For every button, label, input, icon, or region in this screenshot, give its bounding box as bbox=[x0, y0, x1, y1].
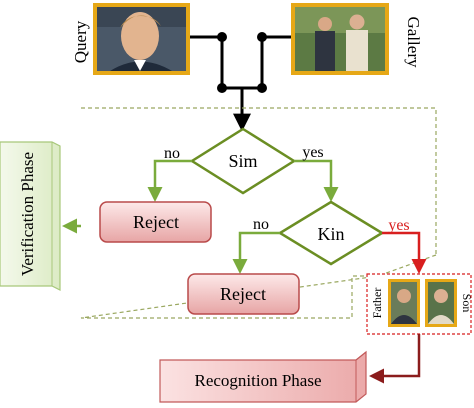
kin-yes-label: yes bbox=[388, 217, 409, 234]
input-connector bbox=[190, 35, 291, 132]
sim-yes-arrow bbox=[294, 159, 339, 202]
sim-decision bbox=[189, 127, 297, 195]
reject-label-1: Reject bbox=[133, 212, 179, 232]
verification-boundary bbox=[80, 107, 437, 319]
kin-label: Kin bbox=[318, 224, 345, 244]
gallery-photo bbox=[291, 3, 389, 75]
sim-no-label: no bbox=[164, 145, 180, 162]
reject-label-2: Reject bbox=[220, 284, 266, 304]
reject-box-2 bbox=[187, 273, 300, 315]
son-label: Son bbox=[460, 294, 474, 313]
verification-phase-box bbox=[0, 141, 61, 291]
kin-yes-arrow bbox=[382, 231, 427, 274]
reject-box-1 bbox=[99, 201, 212, 243]
connector-nodes bbox=[217, 32, 267, 93]
recognition-arrow bbox=[369, 334, 421, 384]
kin-no-label: no bbox=[253, 216, 269, 233]
query-label: Query bbox=[71, 20, 90, 63]
gallery-label: Gallery bbox=[404, 17, 423, 68]
sim-no-arrow bbox=[147, 159, 192, 202]
recognition-phase-box bbox=[159, 350, 367, 403]
father-son-pair bbox=[366, 273, 472, 335]
father-label: Father bbox=[370, 288, 384, 319]
sim-yes-label: yes bbox=[302, 144, 323, 161]
kin-no-arrow bbox=[232, 231, 280, 274]
query-photo bbox=[93, 3, 190, 75]
sim-label: Sim bbox=[228, 151, 257, 171]
verification-phase-label: Verification Phase bbox=[18, 152, 37, 276]
kin-decision bbox=[277, 200, 385, 266]
recognition-phase-label: Recognition Phase bbox=[194, 371, 321, 390]
